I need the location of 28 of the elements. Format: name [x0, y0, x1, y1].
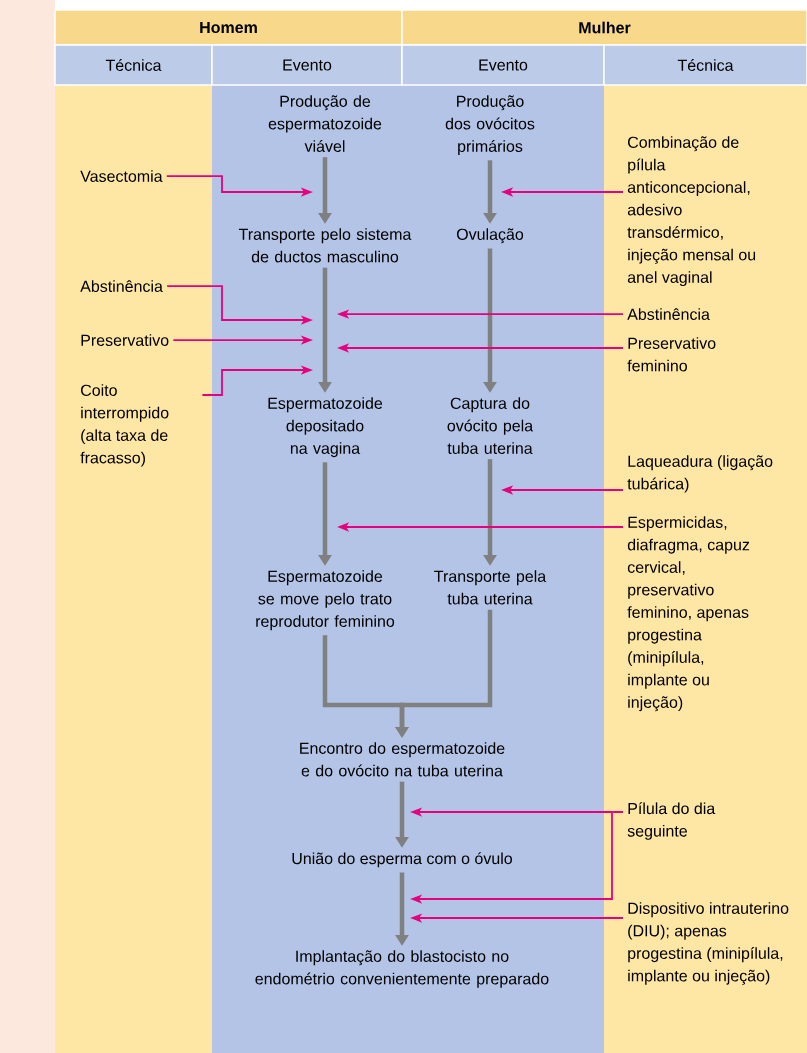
event-text: Encontro do espermatozoide e do ovócito na tuba uterina: [300, 742, 505, 777]
header-cell: Mulher: [401, 9, 807, 46]
event-text: União do esperma com o óvulo: [292, 852, 512, 868]
event-text: Produção dos ovócitos primários: [445, 95, 535, 156]
technique-text: Preservativo feminino: [627, 337, 716, 372]
header-cell: Técnica: [54, 44, 213, 86]
header-cell: Evento: [401, 44, 605, 86]
technique-text: Coito interrompido (alta taxa de fracasso): [80, 384, 169, 467]
event-text: Espermatozoide depositado na vagina: [268, 397, 383, 458]
event-text: Implantação do blastocisto no endométrio convenientemente preparado: [255, 950, 549, 988]
technique-text: Preservativo: [81, 334, 169, 346]
technique-text: Dispositivo intrauterino (DIU); apenas progestina (minipílula, implante ou injeção): [628, 902, 789, 985]
event-text: Espermatozoide se move pelo trato reprodutor feminino: [256, 570, 395, 631]
event-text: Transporte pela tuba uterina: [434, 570, 547, 605]
technique-text: Pílula do dia seguinte: [627, 802, 716, 840]
event-text: Transporte pelo sistema de ductos masculino: [238, 228, 412, 263]
technique-text: Laqueadura (ligação tubárica): [627, 455, 773, 493]
technique-text: Vasectomia: [80, 170, 163, 182]
header-cell: Evento: [211, 44, 403, 86]
header-cell: Homem: [54, 9, 403, 46]
technique-text: Espermicidas, diafragma, capuz cervical, preservativo feminino, apenas progestina (minipílula, implante ou injeção): [627, 516, 750, 712]
event-text: Captura do ovócito pela tuba uterina: [447, 397, 534, 454]
header-cell: Técnica: [603, 44, 807, 86]
technique-text: Abstinência: [627, 308, 710, 320]
technique-text: Combinação de pílula anticoncepcional, adesivo transdérmico, injeção mensal ou anel vaginal: [627, 136, 756, 287]
event-text: Produção de espermatozoide viável: [268, 95, 382, 152]
technique-text: Abstinência: [80, 280, 163, 292]
event-text: Ovulação: [456, 228, 524, 244]
